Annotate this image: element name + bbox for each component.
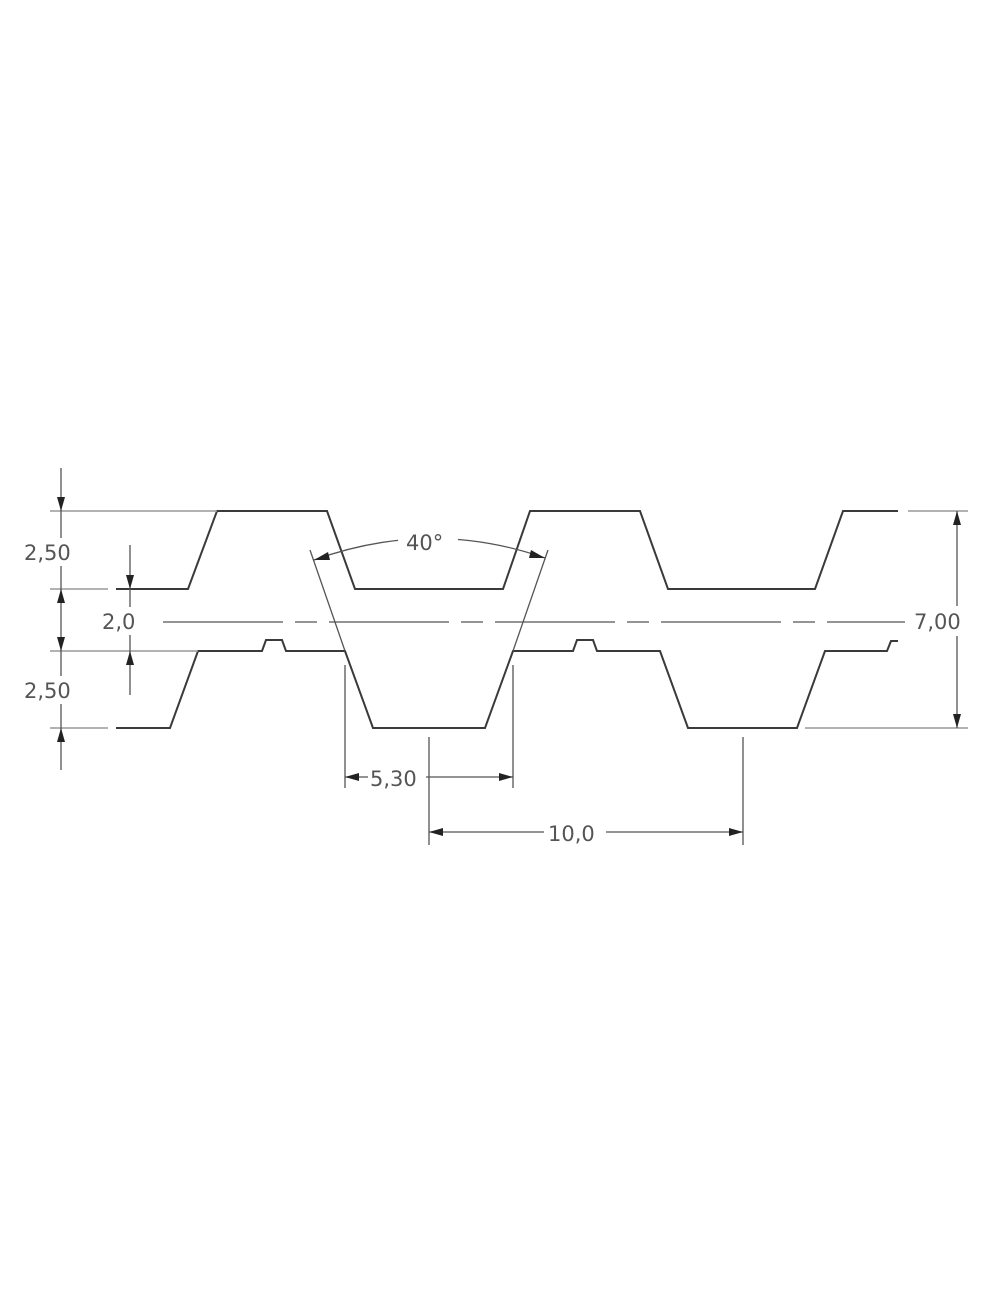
dim-label-upper-tooth-height: 2,50: [24, 541, 71, 565]
dim-label-tooth-width: 5,30: [370, 767, 417, 791]
dimension-tooth-width: 5,30: [344, 665, 514, 791]
dim-label-backing-thickness: 2,0: [102, 610, 135, 634]
lower-tooth-profile: [116, 639, 898, 729]
dim-label-tooth-angle: 40°: [406, 531, 443, 555]
upper-tooth-profile: [116, 510, 898, 590]
dimension-backing-thickness: 2,0: [98, 545, 146, 695]
dim-label-lower-tooth-height: 2,50: [24, 679, 71, 703]
dimension-pitch: 10,0: [428, 737, 744, 846]
dimension-upper-tooth-height: 2,50 2,50: [22, 468, 80, 770]
dimension-tooth-angle: 40°: [309, 525, 549, 652]
dim-label-total-thickness: 7,00: [914, 610, 961, 634]
dim-label-pitch: 10,0: [548, 822, 595, 846]
dimension-total-thickness: 7,00: [912, 511, 982, 728]
